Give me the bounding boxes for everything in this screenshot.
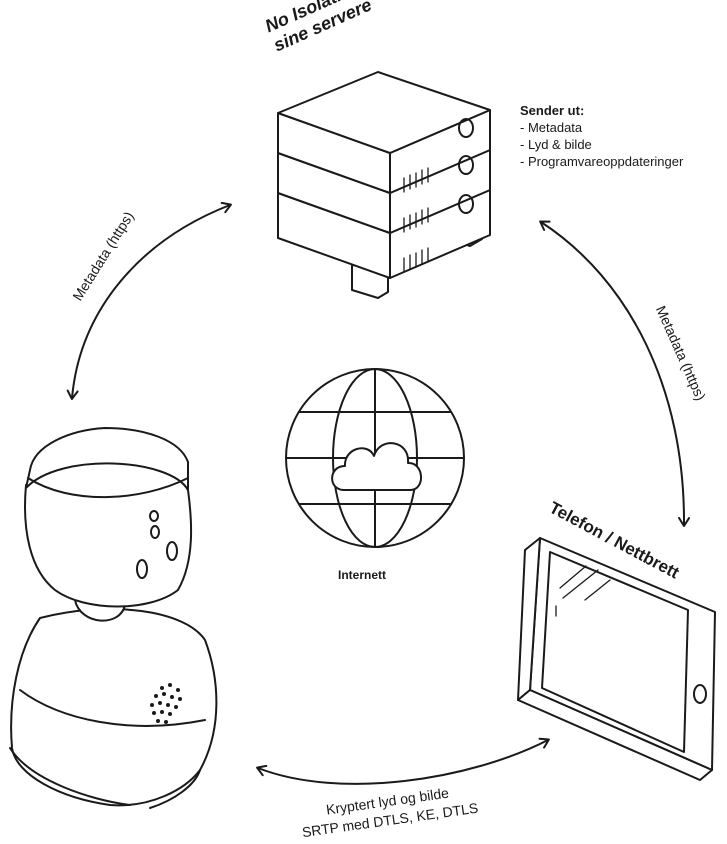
sender-item: - Lyd & bilde: [520, 137, 592, 152]
server-rack-icon: [277, 71, 491, 299]
sender-list: Sender ut: - Metadata - Lyd & bilde - Pr…: [520, 102, 683, 170]
sender-item: - Programvareoppdateringer: [520, 154, 684, 169]
arrow-server-phone: [539, 220, 691, 527]
sender-heading: Sender ut:: [520, 103, 585, 118]
cloud-icon: [331, 442, 422, 491]
arrow-server-robot: [66, 201, 232, 400]
robot-icon: [9, 427, 218, 809]
tablet-icon: [517, 537, 716, 781]
sender-item: - Metadata: [520, 120, 583, 135]
arrow-robot-phone: [256, 737, 550, 785]
internet-label: Internett: [338, 568, 386, 582]
